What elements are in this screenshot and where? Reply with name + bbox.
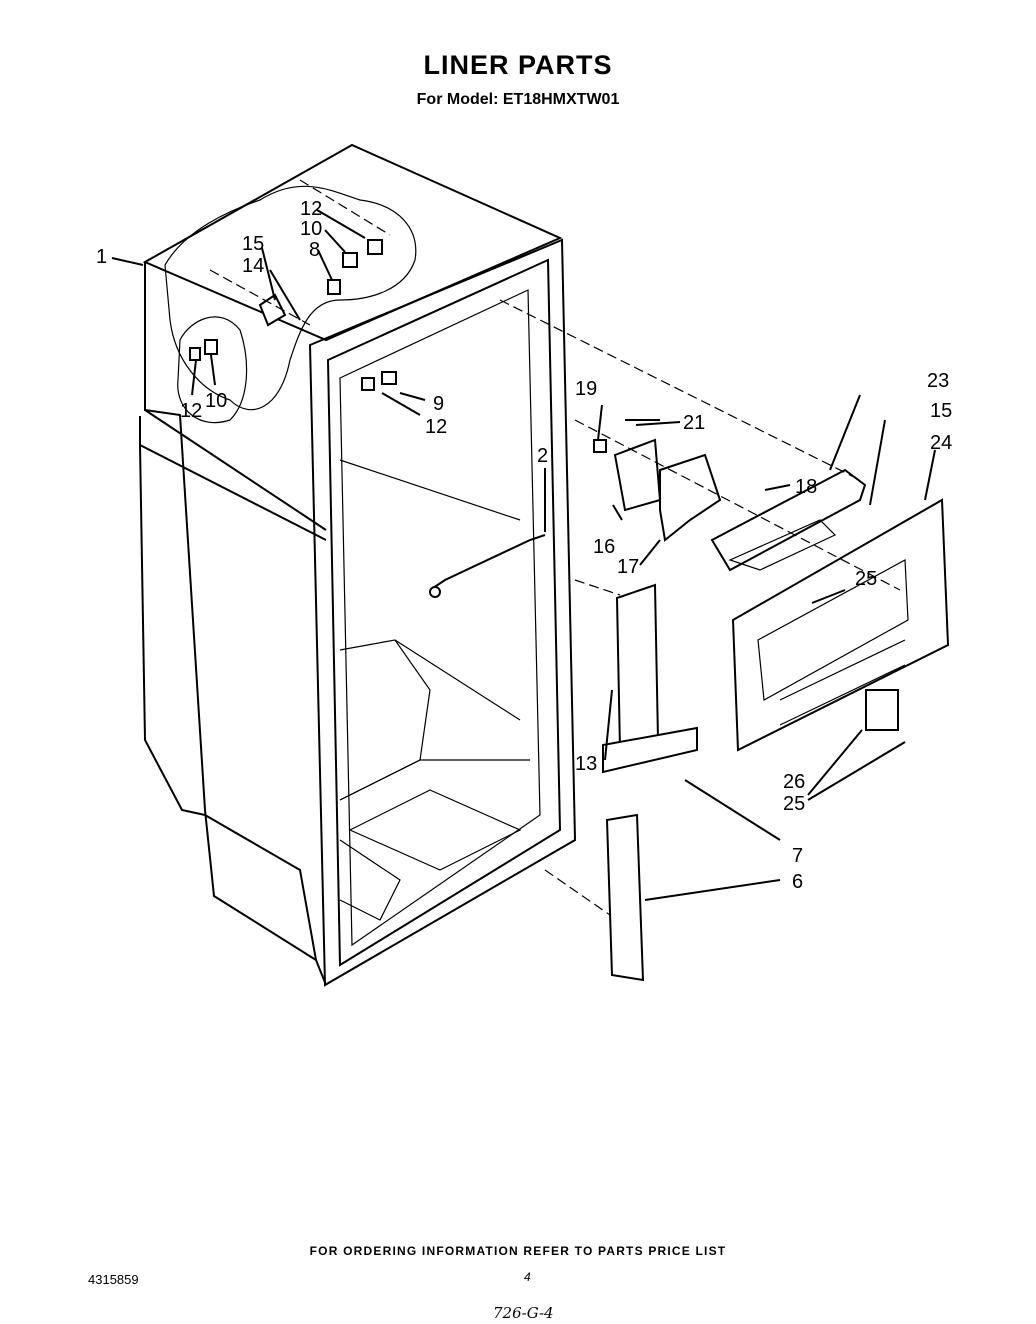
handwritten-code: 726-G-4 bbox=[493, 1304, 554, 1322]
evaporator-cover bbox=[710, 468, 867, 572]
callout-18: 18 bbox=[795, 476, 817, 498]
leader-lines bbox=[111, 209, 936, 901]
callout-12-door: 12 bbox=[425, 416, 447, 438]
callout-10-side: 10 bbox=[205, 390, 227, 412]
baffles bbox=[602, 583, 698, 982]
liner-cabinet bbox=[139, 143, 577, 987]
ordering-note: FOR ORDERING INFORMATION REFER TO PARTS … bbox=[309, 1244, 727, 1258]
callout-25-bottom: 25 bbox=[783, 793, 805, 815]
callout-10-top: 10 bbox=[300, 218, 322, 240]
callout-26: 26 bbox=[783, 771, 805, 793]
callout-6: 6 bbox=[792, 871, 803, 893]
callout-2: 2 bbox=[537, 445, 548, 467]
callout-19: 19 bbox=[575, 378, 597, 400]
callout-25-panel: 25 bbox=[855, 568, 877, 590]
dashed-leader-lines bbox=[499, 299, 901, 916]
callout-15-right: 15 bbox=[930, 400, 952, 422]
page-title: LINER PARTS bbox=[423, 50, 613, 80]
callout-8: 8 bbox=[309, 239, 320, 261]
fan-motor-assembly bbox=[593, 419, 722, 542]
callout-9: 9 bbox=[433, 393, 444, 415]
page-number: 4 bbox=[524, 1270, 531, 1284]
evaporator-panel bbox=[731, 498, 950, 752]
callout-14: 14 bbox=[242, 255, 264, 277]
callout-21: 21 bbox=[683, 412, 705, 434]
callout-23: 23 bbox=[927, 370, 949, 392]
callout-16: 16 bbox=[593, 536, 615, 558]
document-part-number: 4315859 bbox=[88, 1272, 139, 1287]
callout-12-top: 12 bbox=[300, 198, 322, 220]
top-fasteners bbox=[189, 179, 397, 391]
callout-7: 7 bbox=[792, 845, 803, 867]
callout-13: 13 bbox=[575, 753, 597, 775]
callout-15-top: 15 bbox=[242, 233, 264, 255]
callout-17: 17 bbox=[617, 556, 639, 578]
callout-1: 1 bbox=[96, 246, 107, 268]
heater-wire bbox=[429, 534, 546, 598]
model-subtitle: For Model: ET18HMXTW01 bbox=[416, 91, 620, 108]
callout-24: 24 bbox=[930, 432, 952, 454]
callout-12-side: 12 bbox=[180, 400, 202, 422]
